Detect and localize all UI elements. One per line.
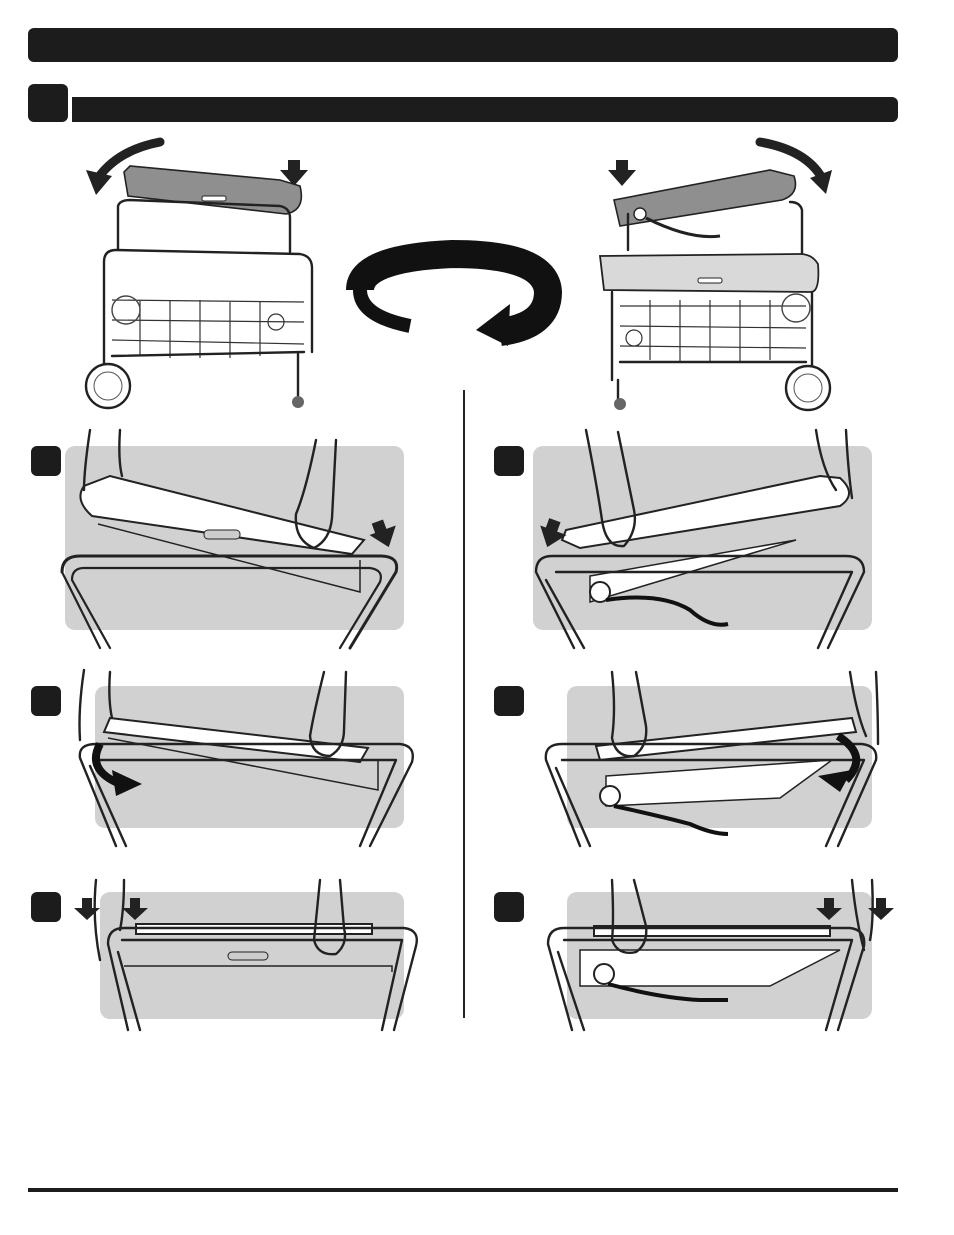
step-left-2-drawing [78, 668, 414, 848]
step-badge-right-3 [494, 892, 524, 922]
lid-top [598, 253, 820, 293]
header-bar [28, 28, 898, 62]
step-badge-right-1 [494, 446, 524, 476]
down-arrow-icon [74, 898, 100, 920]
step-left-3-drawing [74, 878, 418, 1032]
down-arrow-icon [608, 160, 636, 186]
step-left-1-drawing [60, 428, 399, 650]
step-badge-left-3 [31, 892, 61, 922]
step-right-2-drawing [544, 670, 880, 848]
column-divider [463, 390, 465, 1018]
down-arrow-icon [369, 519, 396, 548]
step-badge-left-2 [31, 686, 61, 716]
down-arrow-icon [122, 898, 148, 920]
step-badge-right-2 [494, 686, 524, 716]
wheel [84, 362, 132, 410]
step-number-badge [28, 84, 68, 122]
wheel [784, 364, 832, 412]
down-arrow-icon [868, 898, 894, 920]
arrow-head [810, 170, 832, 194]
curved-arrow-icon [818, 770, 852, 792]
curved-arrow-icon [112, 770, 142, 796]
step-right-1-drawing [534, 428, 866, 650]
step-right-3-drawing [546, 878, 894, 1032]
section-title-bar [72, 97, 898, 122]
down-arrow-icon [540, 518, 567, 548]
curved-arrow-icon [755, 137, 827, 183]
down-arrow-icon [816, 898, 842, 920]
down-arrow-icon [280, 160, 308, 186]
footer-rule [28, 1188, 898, 1192]
arrow-head [86, 170, 112, 195]
lid [123, 165, 303, 215]
curved-arrow-icon [93, 137, 165, 183]
step-badge-left-1 [31, 446, 61, 476]
